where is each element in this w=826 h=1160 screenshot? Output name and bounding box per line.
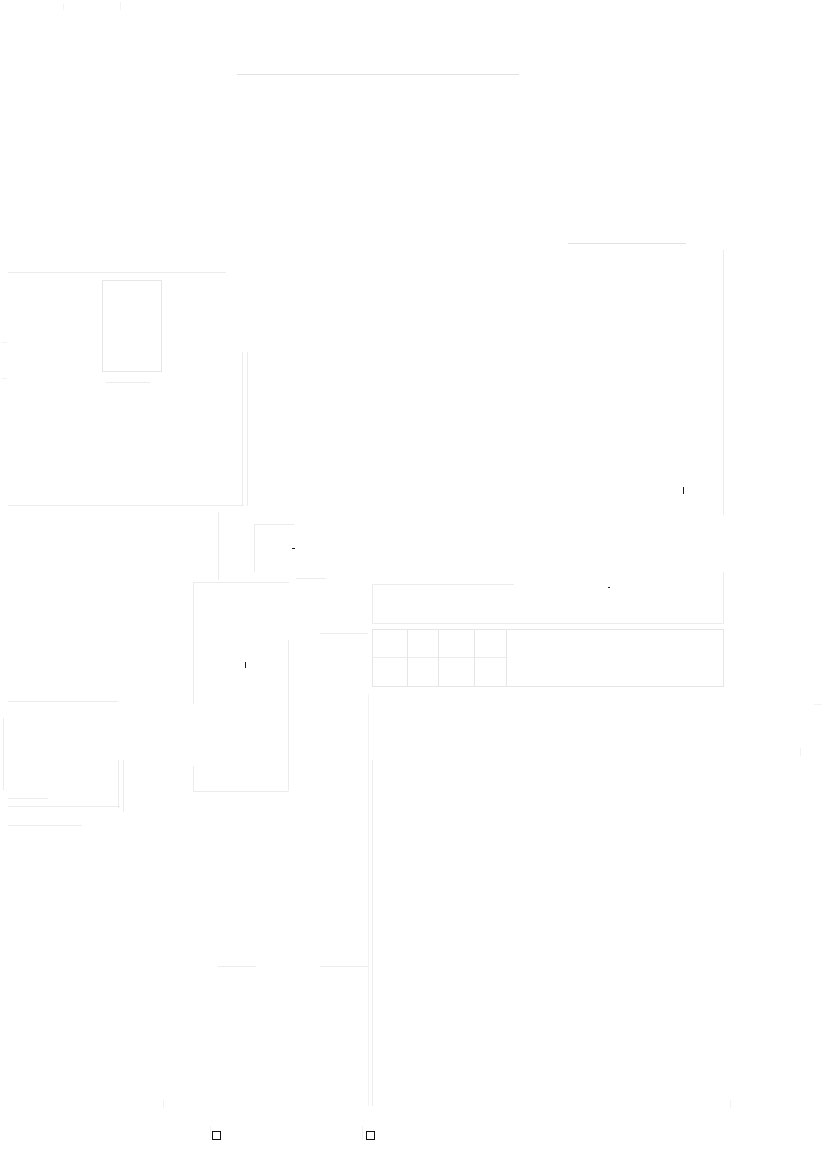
right-panel-right-rule	[723, 250, 724, 515]
right-edge-mark	[814, 704, 822, 705]
connector-rule	[296, 578, 326, 579]
connector-rule	[254, 524, 255, 572]
left-lower-left-rule	[3, 718, 4, 790]
left-lower-bottom-rule	[8, 806, 120, 807]
header-rule-fragment	[63, 4, 64, 10]
left-lower-top-rule	[8, 701, 118, 702]
mid-box-left-rule	[193, 582, 194, 704]
column-hook-rule	[320, 966, 368, 967]
header-rule	[237, 74, 519, 75]
left-edge-mark	[2, 378, 7, 379]
left-panel-bottom-rule	[8, 505, 244, 506]
connector-rule	[254, 524, 294, 525]
table-upper-right-rule	[723, 572, 724, 624]
bottom-tick	[210, 1126, 211, 1140]
mid-box-lower-left-rule	[193, 766, 194, 792]
table-column-divider	[438, 629, 439, 687]
table-grid	[372, 629, 724, 687]
bottom-tick	[163, 1100, 164, 1108]
column-hook-rule	[218, 966, 256, 967]
footer-checkbox-left[interactable]	[212, 1131, 221, 1140]
right-edge-mark	[800, 748, 801, 756]
bottom-tick	[362, 1126, 363, 1140]
table-row-divider	[372, 657, 507, 658]
column-divider-rule	[368, 694, 369, 1106]
bottom-tick	[730, 1100, 731, 1108]
dash-mark	[608, 587, 610, 588]
header-rule-fragment	[120, 2, 121, 10]
table-upper-bottom-rule	[372, 623, 724, 624]
table-upper-left-rule	[372, 584, 373, 624]
left-panel-inner-frame	[102, 280, 162, 372]
left-lower-underline	[8, 825, 82, 826]
vertical-tick	[245, 662, 246, 668]
table-header-rule	[372, 584, 514, 585]
connector-rule	[218, 512, 219, 580]
left-lower-inner-rule	[123, 760, 124, 812]
table-column-divider	[474, 629, 475, 687]
left-panel-right-rule	[242, 352, 243, 506]
connector-rule	[247, 352, 248, 506]
mid-box-bottom-rule	[193, 791, 289, 792]
mid-box-top-rule	[193, 582, 289, 583]
column-divider-rule	[372, 760, 373, 1106]
left-lower-underline	[8, 798, 48, 799]
table-column-divider	[407, 629, 408, 687]
footer-checkbox-right[interactable]	[366, 1131, 375, 1140]
mid-box-right-rule	[288, 640, 289, 790]
link-rule	[320, 633, 368, 634]
vertical-tick	[683, 487, 684, 494]
left-lower-inner-rule	[118, 760, 119, 808]
left-edge-mark	[2, 342, 7, 343]
table-column-divider	[506, 629, 507, 687]
left-panel-top-rule	[8, 272, 226, 273]
dash-mark	[292, 548, 295, 549]
right-panel-top-rule	[568, 243, 686, 244]
left-panel-inner-underline	[106, 382, 150, 383]
